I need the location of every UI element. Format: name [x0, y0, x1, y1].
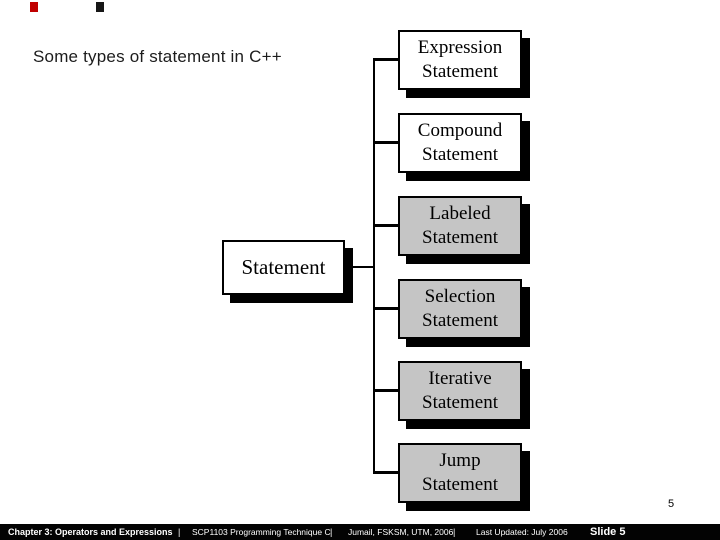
box-label-line: Statement — [422, 227, 498, 248]
box-label-line: Jump — [439, 450, 481, 471]
stub-line-labeled — [373, 224, 398, 227]
box-labeled-statement: Labeled Statement — [398, 196, 522, 256]
stub-line-expression — [373, 58, 398, 61]
box-label-line: Statement — [422, 144, 498, 165]
footer-slide-number: Slide 5 — [590, 526, 626, 538]
root-box-label: Statement — [241, 255, 326, 279]
box-label-line: Iterative — [428, 368, 492, 389]
footer-separator: | — [178, 527, 181, 537]
footer-chapter: Chapter 3: Operators and Expressions — [8, 527, 173, 537]
box-label-line: Statement — [422, 61, 498, 82]
box-jump-statement: Jump Statement — [398, 443, 522, 503]
top-left-black-tick — [96, 2, 104, 12]
box-label-line: Statement — [422, 392, 498, 413]
root-connector-line — [351, 266, 373, 268]
footer-author: Jumail, FSKSM, UTM, 2006 — [348, 527, 454, 537]
box-label-line: Expression — [417, 37, 503, 58]
page-number: 5 — [668, 498, 675, 510]
root-box-statement: Statement — [222, 240, 345, 295]
stub-line-selection — [373, 307, 398, 310]
footer-bar: Chapter 3: Operators and Expressions | S… — [0, 524, 720, 540]
slide-title: Some types of statement in C++ — [33, 47, 282, 66]
box-label-line: Statement — [422, 310, 498, 331]
top-left-red-tick — [30, 2, 38, 12]
box-label-line: Selection — [424, 286, 496, 307]
footer-last-updated: Last Updated: July 2006 — [476, 527, 568, 537]
box-compound-statement: Compound Statement — [398, 113, 522, 173]
box-label-line: Compound — [417, 120, 503, 141]
tree-trunk-line — [373, 58, 375, 474]
box-selection-statement: Selection Statement — [398, 279, 522, 339]
box-iterative-statement: Iterative Statement — [398, 361, 522, 421]
stub-line-compound — [373, 141, 398, 144]
stub-line-jump — [373, 471, 398, 474]
box-expression-statement: Expression Statement — [398, 30, 522, 90]
box-label-line: Labeled — [429, 203, 491, 224]
footer-course: SCP1103 Programming Technique C — [192, 527, 331, 537]
box-label-line: Statement — [422, 474, 498, 495]
footer-separator: | — [330, 527, 333, 537]
stub-line-iterative — [373, 389, 398, 392]
footer-separator: | — [453, 527, 456, 537]
